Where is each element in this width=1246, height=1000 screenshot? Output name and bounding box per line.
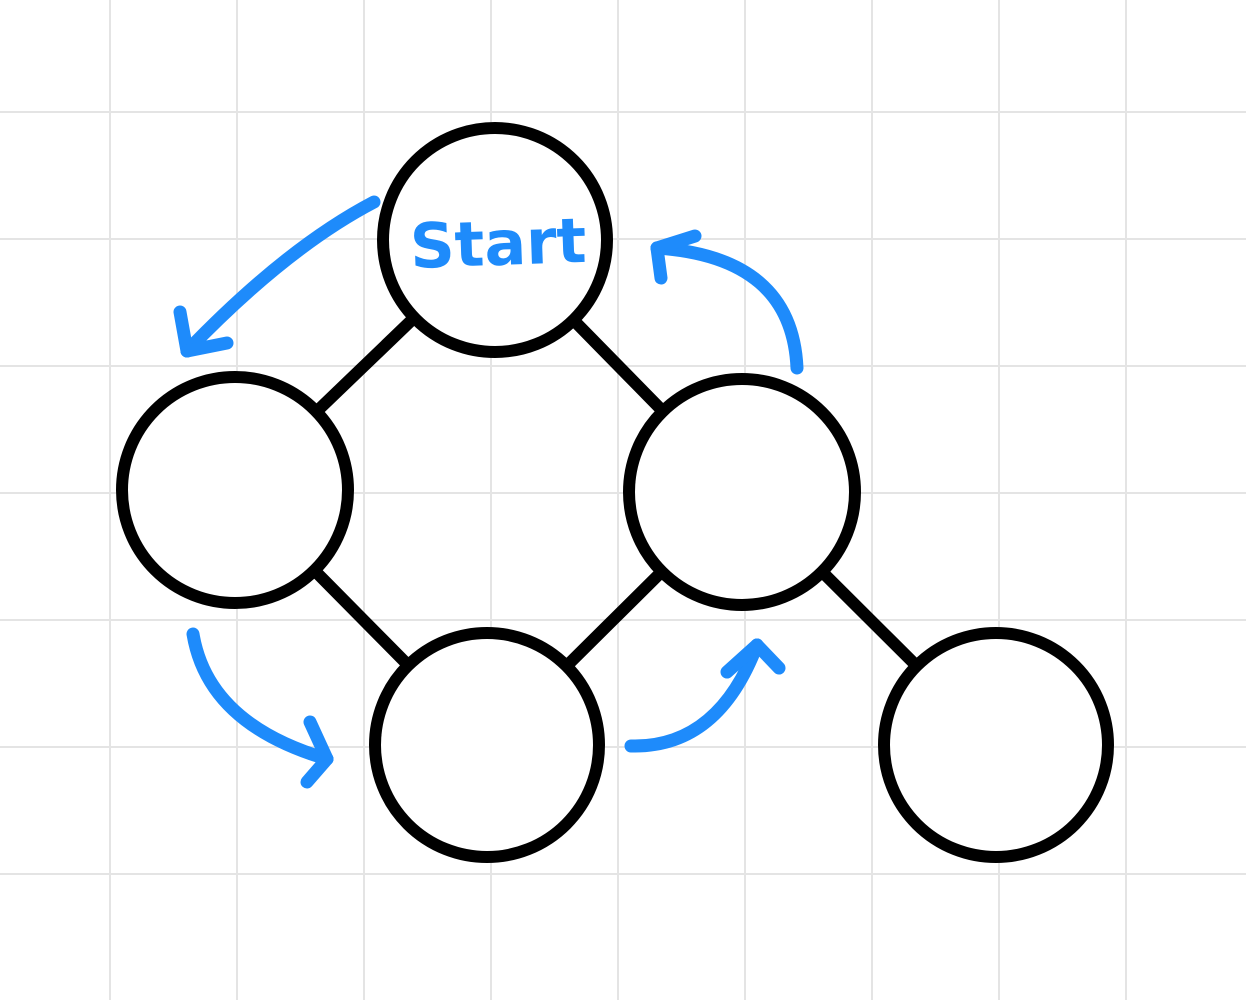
node-circle-bottom-middle[interactable] xyxy=(369,627,605,863)
node-label-start: Start xyxy=(409,204,588,283)
arrowhead-barb xyxy=(650,229,702,255)
node-circle-bottom-right[interactable] xyxy=(878,627,1114,863)
arrowhead-barb xyxy=(303,715,334,766)
arrows-layer xyxy=(173,195,804,789)
arrow-shaft xyxy=(650,241,804,375)
node-circle-left[interactable] xyxy=(116,371,354,609)
arrowhead-barb xyxy=(173,305,194,358)
labels-layer: Start xyxy=(409,204,588,283)
arrow-shaft xyxy=(624,638,764,753)
arrowhead-barb xyxy=(750,638,786,675)
arrow-shaft xyxy=(186,627,334,766)
arrowhead-barb xyxy=(180,336,234,358)
node-circle-right[interactable] xyxy=(623,373,861,611)
arrow-left-to-bottom-middle xyxy=(186,627,334,789)
arrow-bottom-middle-to-right xyxy=(624,638,786,753)
arrow-start-to-left xyxy=(173,195,381,358)
node-circle-start[interactable] xyxy=(377,122,613,358)
arrowhead-barb xyxy=(300,752,334,789)
arrow-shaft xyxy=(180,195,381,358)
arrow-right-to-start xyxy=(650,229,804,375)
arrowhead-barb xyxy=(720,638,764,679)
nodes-layer xyxy=(116,122,1114,863)
